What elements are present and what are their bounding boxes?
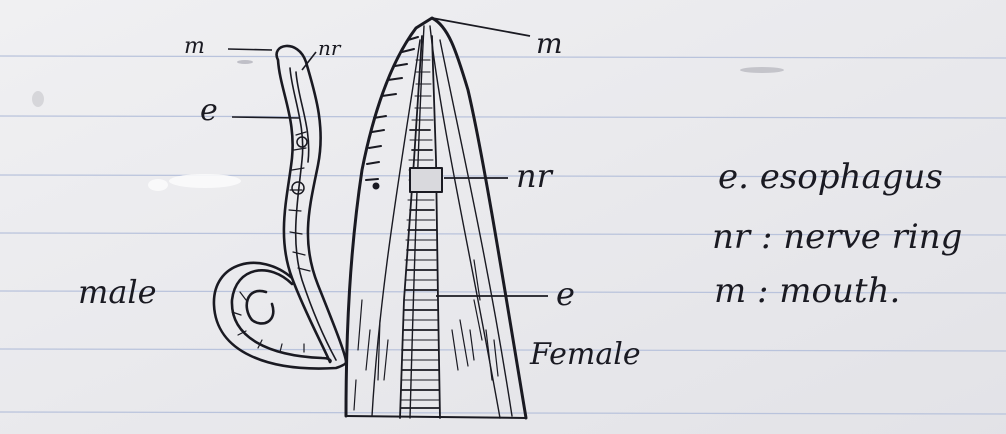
legend-mouth: m : mouth.: [714, 274, 900, 308]
female-mouth-label: m: [536, 30, 563, 58]
female-title: Female: [530, 340, 641, 370]
male-nerve-ring-label: nr: [318, 38, 340, 58]
female-nerve-ring: [410, 168, 442, 192]
male-esophagus-label: e: [200, 96, 218, 126]
legend-nerve-ring: nr : nerve ring: [712, 220, 962, 254]
legend-esophagus: e. esophagus: [718, 160, 943, 194]
female-esophagus-label: e: [556, 278, 575, 310]
male-title: male: [78, 276, 157, 308]
male-mouth-label: m: [184, 36, 205, 58]
female-nerve-ring-label: nr: [516, 160, 552, 192]
